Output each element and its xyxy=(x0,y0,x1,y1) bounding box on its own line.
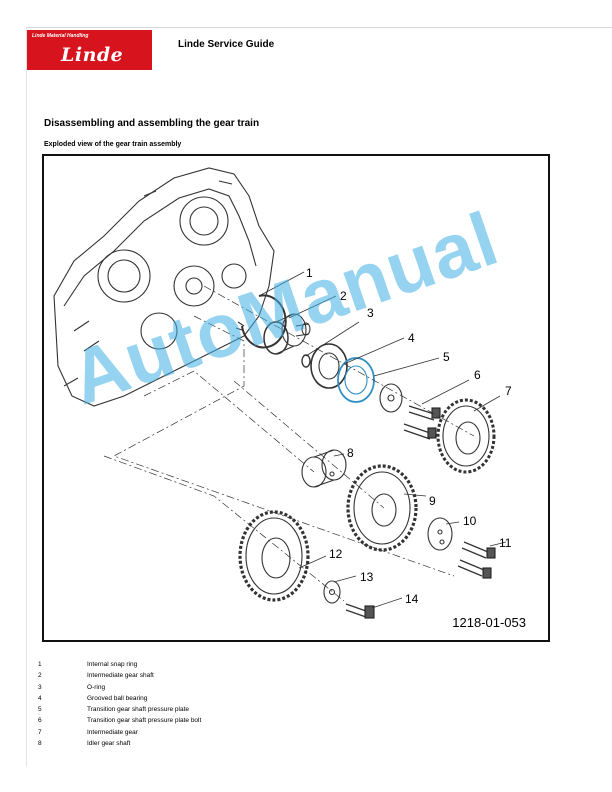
logo-brand: Linde xyxy=(61,44,124,66)
callout-5: 5 xyxy=(443,350,450,364)
callout-10: 10 xyxy=(463,514,477,528)
large-gear xyxy=(238,510,310,602)
callout-14: 14 xyxy=(405,592,419,606)
legend-number: 3 xyxy=(38,683,42,691)
section-title: Disassembling and assembling the gear tr… xyxy=(44,118,260,129)
idler-gear-shaft xyxy=(301,449,347,488)
pressure-plate-bolts xyxy=(403,405,441,440)
legend-number: 7 xyxy=(38,728,42,736)
assembly-axes xyxy=(103,285,475,602)
legend-row: 7 Intermediate gear xyxy=(38,729,438,740)
legend-description: Internal snap ring xyxy=(87,661,138,668)
legend-row: 4 Grooved ball bearing xyxy=(38,695,438,706)
gear-train-drawing xyxy=(53,167,507,619)
callout-11: 11 xyxy=(499,536,512,550)
bearing-seal xyxy=(337,357,375,403)
internal-snap-ring xyxy=(241,294,287,349)
header-rule xyxy=(26,27,612,28)
legend-description: Transition gear shaft pressure plate bol… xyxy=(87,717,202,725)
intermediate-gear xyxy=(436,398,496,474)
guide-title: Linde Service Guide xyxy=(178,39,275,50)
logo-tagline: Linde Material Handling xyxy=(32,33,89,39)
callout-8: 8 xyxy=(347,446,354,460)
legend-row: 3 O-ring xyxy=(38,684,438,695)
callout-13: 13 xyxy=(360,570,374,584)
o-ring xyxy=(301,354,311,368)
callout-1: 1 xyxy=(306,266,313,280)
callout-7: 7 xyxy=(505,384,512,398)
idler-gear xyxy=(346,464,418,552)
washer xyxy=(323,580,341,604)
legend-number: 8 xyxy=(38,740,42,748)
idler-bolts xyxy=(457,541,496,579)
callout-9: 9 xyxy=(429,494,436,508)
legend-number: 6 xyxy=(38,717,42,725)
callout-4: 4 xyxy=(408,331,415,345)
callout-3: 3 xyxy=(367,306,374,320)
gear-bolt xyxy=(345,603,375,619)
legend-row: 8 Idler gear shaft xyxy=(38,740,438,751)
intermediate-gear-shaft xyxy=(263,313,311,355)
figure-code: 1218-01-053 xyxy=(452,615,526,630)
callout-6: 6 xyxy=(474,368,481,382)
page-margin-rule xyxy=(26,27,27,767)
transition-gear-shaft-pressure-plate xyxy=(379,383,403,413)
legend-description: Grooved ball bearing xyxy=(87,694,148,702)
legend-description: Transition gear shaft pressure plate xyxy=(87,706,190,714)
callout-leaders xyxy=(258,271,507,609)
legend-row: 5 Transition gear shaft pressure plate xyxy=(38,706,438,717)
legend-number: 5 xyxy=(38,706,42,714)
linde-logo: Linde Material Handling Linde xyxy=(27,30,152,70)
idler-pressure-plate xyxy=(427,517,453,551)
legend-description: O-ring xyxy=(87,683,106,691)
legend-description: Intermediate gear xyxy=(87,728,138,736)
parts-legend: 1 Internal snap ring 2 Intermediate gear s… xyxy=(38,661,438,751)
exploded-view-figure: 1 2 3 4 5 6 7 8 9 10 11 12 13 14 1218-01… xyxy=(42,154,550,642)
figure-title: Exploded view of the gear train assembly xyxy=(44,141,182,148)
legend-row: 6 Transition gear shaft pressure plate bo… xyxy=(38,717,438,728)
callout-2: 2 xyxy=(340,289,347,303)
legend-row: 1 Internal snap ring xyxy=(38,661,438,672)
legend-number: 2 xyxy=(38,672,42,680)
legend-number: 4 xyxy=(38,694,42,702)
legend-description: Intermediate gear shaft xyxy=(87,672,154,680)
grooved-ball-bearing xyxy=(310,343,348,389)
legend-description: Idler gear shaft xyxy=(87,740,131,748)
legend-row: 2 Intermediate gear shaft xyxy=(38,672,438,683)
legend-number: 1 xyxy=(38,661,42,668)
callout-12: 12 xyxy=(329,547,343,561)
